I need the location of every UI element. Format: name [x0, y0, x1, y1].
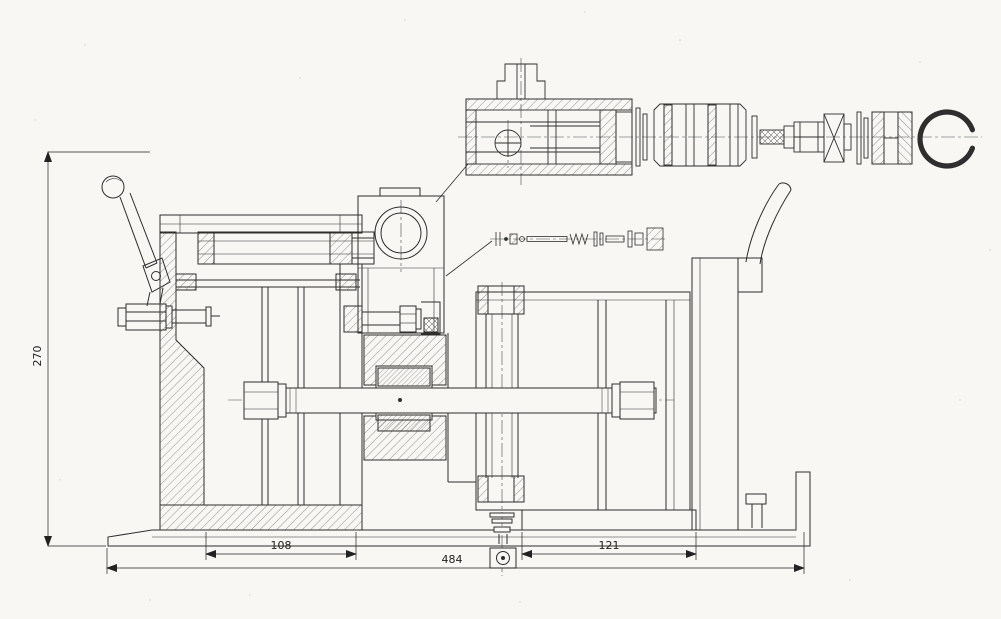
- dimension-left-base: 108: [205, 532, 357, 560]
- dimensions: 270 108 121 484: [31, 151, 805, 574]
- dimension-overall-height: 270: [31, 151, 150, 547]
- dim-label-121: 121: [599, 539, 620, 552]
- dim-label-270: 270: [31, 346, 44, 367]
- dimension-right-base: 121: [521, 532, 697, 560]
- exploded-valve-assembly: [465, 63, 975, 176]
- dimension-overall-length: 484: [106, 532, 805, 574]
- center-cylinder-block: [357, 187, 445, 334]
- center-clamp-bolt: [343, 301, 441, 335]
- washer-pair: [635, 107, 648, 167]
- retaining-ring: [917, 109, 975, 169]
- left-housing: [159, 214, 375, 531]
- spring-icon: [569, 232, 589, 246]
- spool-plunger: [759, 113, 852, 163]
- valve-housing: [465, 63, 633, 176]
- end-cap: [871, 111, 913, 165]
- washer-pair-2: [856, 111, 869, 165]
- main-section-view: [101, 175, 811, 569]
- grooved-sleeve: [653, 103, 747, 167]
- base-plate: [107, 471, 811, 547]
- main-shaft: [243, 381, 657, 420]
- dim-label-484: 484: [442, 553, 463, 566]
- right-handle: [745, 182, 792, 265]
- thin-washer: [751, 115, 758, 159]
- right-support-column: [691, 257, 767, 531]
- dim-label-108: 108: [271, 539, 292, 552]
- paper-speckles: [34, 11, 991, 603]
- lower-plug-parts: [489, 512, 517, 569]
- right-housing: [475, 285, 697, 531]
- center-bearing-block: [361, 333, 477, 510]
- small-parts-exploded-row: [495, 227, 664, 251]
